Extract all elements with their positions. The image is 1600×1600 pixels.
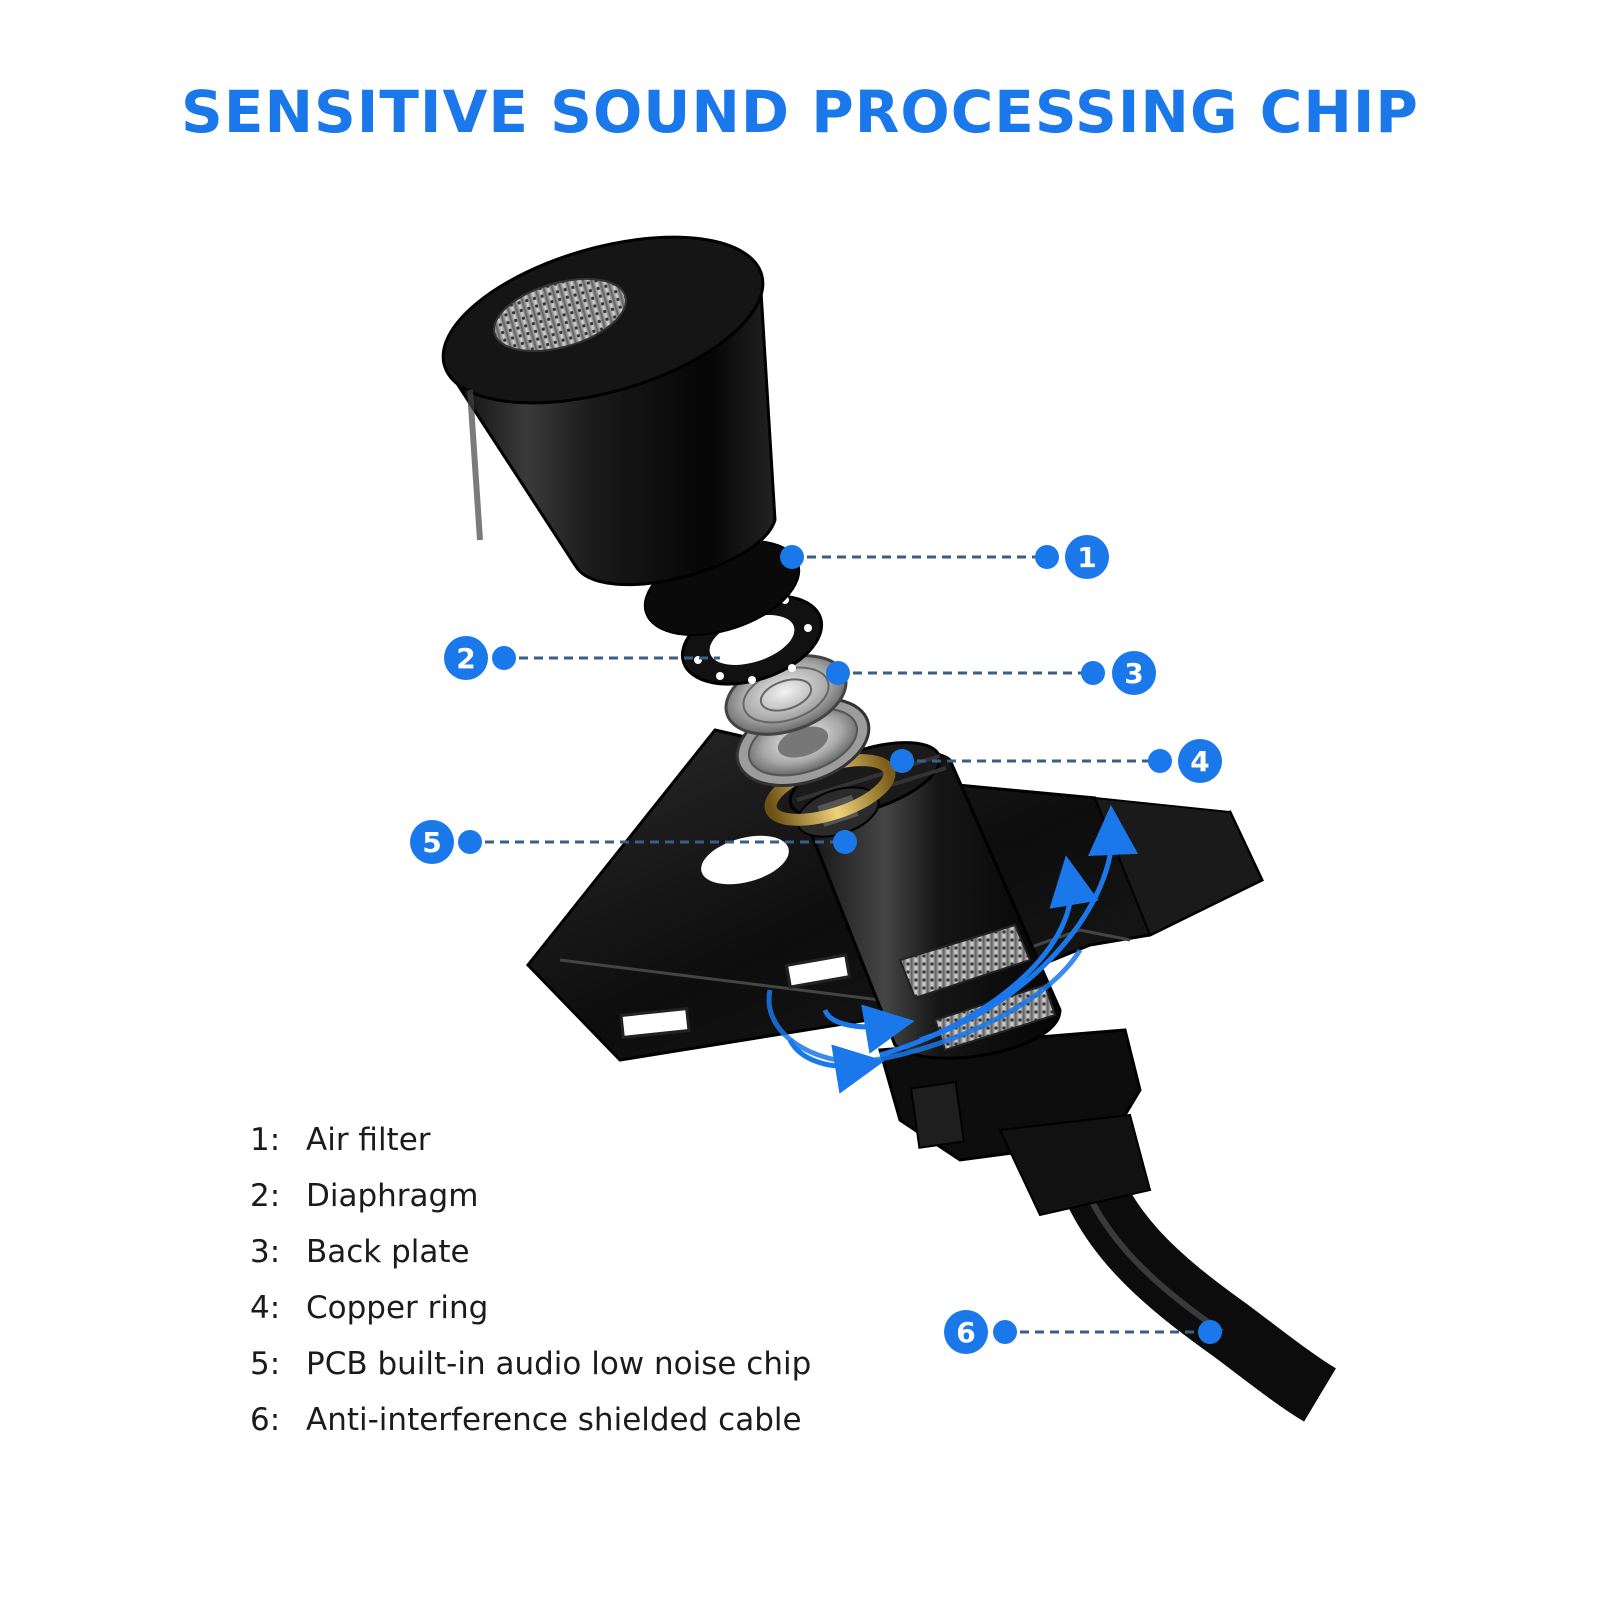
end-dot-3 [1081, 661, 1105, 685]
callout-badge-1: 1 [1065, 535, 1109, 579]
legend-item: 4: Copper ring [250, 1280, 811, 1336]
legend-item: 5: PCB built-in audio low noise chip [250, 1336, 811, 1392]
legend-item: 6: Anti-interference shielded cable [250, 1392, 811, 1448]
anchor-dot-5 [833, 830, 857, 854]
svg-text:4: 4 [1190, 745, 1209, 778]
callout-leaders [470, 555, 1210, 1334]
callout-dots [458, 545, 1222, 1344]
anchor-dot-1 [780, 545, 804, 569]
end-dot-1 [1035, 545, 1059, 569]
svg-text:3: 3 [1124, 657, 1143, 690]
anchor-dot-6 [1198, 1320, 1222, 1344]
legend-label: Back plate [306, 1234, 470, 1270]
legend-item: 2: Diaphragm [250, 1168, 811, 1224]
legend-number: 4: [250, 1290, 281, 1326]
callout-badge-6: 6 [944, 1310, 988, 1354]
legend-number: 3: [250, 1234, 281, 1270]
legend-label: Air filter [306, 1122, 431, 1158]
legend-item: 3: Back plate [250, 1224, 811, 1280]
legend-label: Copper ring [306, 1290, 489, 1326]
legend-item: 1: Air filter [250, 1112, 811, 1168]
end-dot-4 [1148, 749, 1172, 773]
svg-text:1: 1 [1077, 541, 1096, 574]
end-dot-6 [993, 1320, 1017, 1344]
callout-badge-4: 4 [1178, 739, 1222, 783]
callout-badge-5: 5 [410, 820, 454, 864]
shielded-cable [1049, 1141, 1337, 1422]
anchor-dot-4 [890, 749, 914, 773]
legend-number: 1: [250, 1122, 281, 1158]
windscreen-cap [441, 235, 777, 587]
page-title: SENSITIVE SOUND PROCESSING CHIP [181, 78, 1419, 146]
end-dot-5 [458, 830, 482, 854]
legend-number: 6: [250, 1402, 281, 1438]
end-dot-2 [492, 646, 516, 670]
legend-label: Anti-interference shielded cable [306, 1402, 802, 1438]
legend-label: PCB built-in audio low noise chip [306, 1346, 812, 1382]
callout-badge-2: 2 [444, 636, 488, 680]
svg-text:2: 2 [456, 642, 475, 675]
anchor-dot-3 [826, 661, 850, 685]
legend-label: Diaphragm [306, 1178, 479, 1214]
rotation-arrows [766, 805, 1139, 1094]
legend-number: 5: [250, 1346, 281, 1382]
svg-text:6: 6 [956, 1316, 975, 1349]
legend-number: 2: [250, 1178, 281, 1214]
svg-text:5: 5 [422, 826, 441, 859]
callout-badge-3: 3 [1112, 651, 1156, 695]
component-legend: 1: Air filter 2: Diaphragm 3: Back plate 4:… [250, 1112, 811, 1448]
